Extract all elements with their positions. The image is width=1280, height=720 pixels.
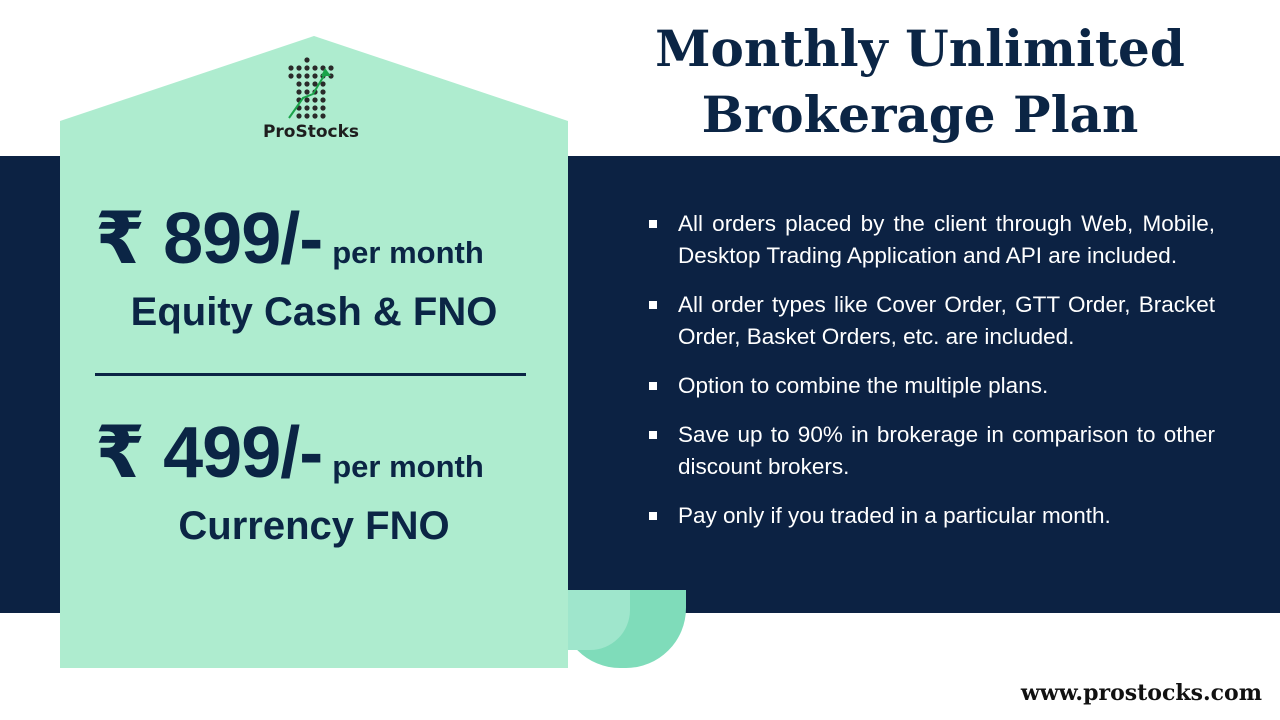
feature-list: All orders placed by the client through … — [645, 208, 1215, 549]
feature-item: Save up to 90% in brokerage in compariso… — [645, 419, 1215, 483]
square-bullet-icon — [649, 431, 657, 439]
square-bullet-icon — [649, 301, 657, 309]
plan-1-unit: per month — [332, 235, 484, 270]
feature-text: All order types like Cover Order, GTT Or… — [678, 292, 1215, 349]
feature-item: All order types like Cover Order, GTT Or… — [645, 289, 1215, 353]
feature-item: All orders placed by the client through … — [645, 208, 1215, 272]
title-line-2: Brokerage Plan — [701, 85, 1139, 144]
feature-text: Option to combine the multiple plans. — [678, 373, 1049, 398]
plan-1-price: ₹ 899/- per month — [95, 196, 535, 280]
plan-2-amount: ₹ 499/- — [95, 413, 323, 493]
square-bullet-icon — [649, 382, 657, 390]
website-link[interactable]: www.prostocks.com — [1020, 680, 1262, 706]
plan-2-unit: per month — [332, 449, 484, 484]
feature-text: Save up to 90% in brokerage in compariso… — [678, 422, 1215, 479]
square-bullet-icon — [649, 220, 657, 228]
feature-text: All orders placed by the client through … — [678, 211, 1215, 268]
title-line-1: Monthly Unlimited — [655, 19, 1185, 78]
prostocks-logo-icon — [288, 57, 334, 119]
plan-2-price: ₹ 499/- per month — [95, 410, 535, 494]
feature-text: Pay only if you traded in a particular m… — [678, 503, 1111, 528]
square-bullet-icon — [649, 512, 657, 520]
pricing-card — [60, 36, 568, 668]
feature-item: Pay only if you traded in a particular m… — [645, 500, 1215, 532]
page-title: Monthly Unlimited Brokerage Plan — [620, 16, 1220, 148]
plan-1-segment: Equity Cash & FNO — [130, 290, 498, 334]
feature-item: Option to combine the multiple plans. — [645, 370, 1215, 402]
logo-text: ProStocks — [262, 122, 360, 142]
plan-1-amount: ₹ 899/- — [95, 199, 323, 279]
plan-2-segment: Currency FNO — [178, 504, 450, 548]
plan-divider — [95, 373, 526, 376]
